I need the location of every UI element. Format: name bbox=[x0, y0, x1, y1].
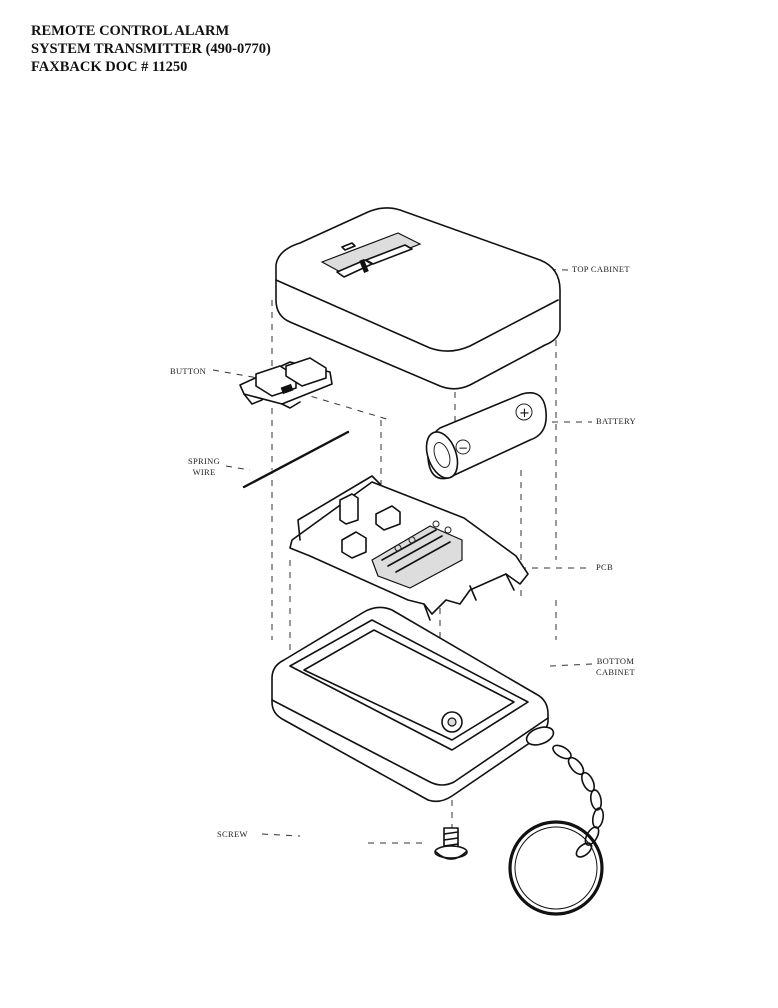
label-pcb: PCB bbox=[596, 562, 613, 572]
battery: + − bbox=[425, 392, 547, 480]
spring-wire bbox=[242, 429, 350, 489]
header-model: SYSTEM TRANSMITTER (490-0770) bbox=[31, 41, 271, 57]
button-assembly bbox=[239, 357, 333, 409]
label-spring-line1: SPRING bbox=[188, 456, 221, 466]
screw bbox=[434, 827, 468, 860]
bottom-cabinet bbox=[271, 606, 555, 803]
battery-positive-mark: + bbox=[519, 406, 530, 421]
label-top-cabinet: TOP CABINET bbox=[572, 264, 630, 274]
top-cabinet bbox=[275, 207, 561, 390]
key-chain bbox=[508, 744, 605, 916]
pcb bbox=[289, 475, 529, 621]
battery-negative-mark: − bbox=[458, 441, 468, 455]
label-bottom-line1: BOTTOM bbox=[596, 656, 635, 666]
header-doc-number: FAXBACK DOC # 11250 bbox=[31, 59, 188, 75]
label-screw: SCREW bbox=[217, 829, 248, 839]
key-ring bbox=[508, 820, 604, 916]
document-header: REMOTE CONTROL ALARM SYSTEM TRANSMITTER … bbox=[31, 22, 271, 76]
label-battery: BATTERY bbox=[596, 416, 636, 426]
label-spring-wire: SPRING WIRE bbox=[188, 456, 220, 478]
label-spring-line2: WIRE bbox=[192, 467, 216, 477]
header-title: REMOTE CONTROL ALARM bbox=[31, 23, 230, 39]
label-bottom-line2: CABINET bbox=[596, 667, 635, 677]
label-bottom-cabinet: BOTTOM CABINET bbox=[596, 656, 635, 678]
label-button: BUTTON bbox=[170, 366, 207, 376]
